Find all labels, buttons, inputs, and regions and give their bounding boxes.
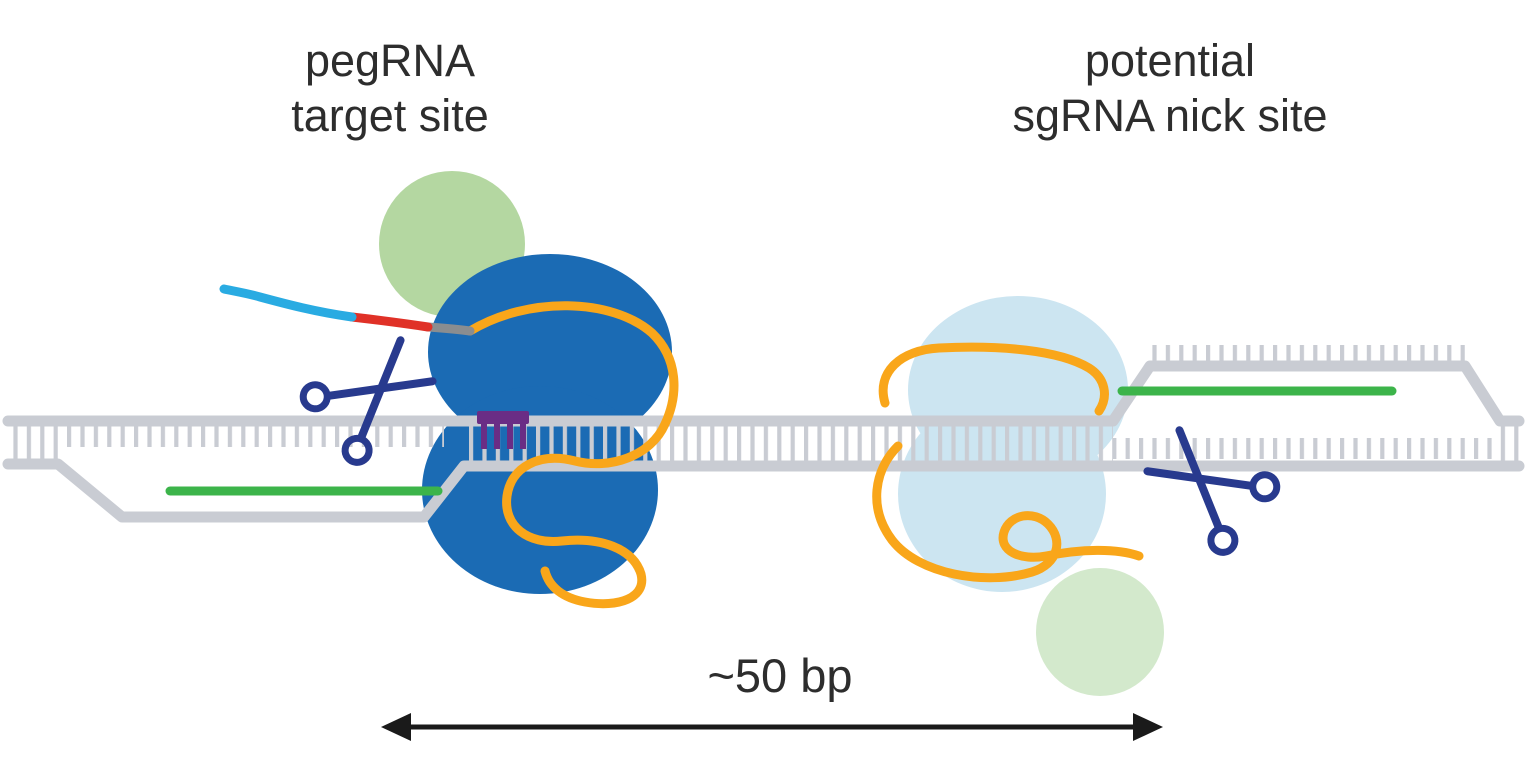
scissors-handle	[299, 381, 331, 413]
dna-rungs-right-unpaired	[1113, 438, 1497, 459]
dna-top-strand	[2, 360, 1525, 427]
pam-bar	[477, 411, 529, 424]
pegrna-scaffold	[465, 301, 679, 609]
sgrna-scaffold-top	[878, 342, 1109, 416]
pegrna-target-site-label: pegRNA target site	[291, 35, 489, 141]
dna-rungs-middle	[462, 425, 1113, 461]
dna-duplex	[2, 345, 1525, 523]
dna-bottom-strand	[2, 458, 1525, 523]
pegrna-extension-edit	[347, 312, 433, 332]
pam-site	[477, 411, 529, 449]
distance-arrowhead-left	[381, 713, 411, 741]
sgrna-nick-site-label: potential sgRNA nick site	[1012, 35, 1328, 141]
pegrna-extension-linker	[423, 322, 475, 336]
distance-arrowhead-right	[1133, 713, 1163, 741]
sgrna-scaffold-bottom	[872, 441, 1144, 583]
rt-domain-right	[1036, 568, 1164, 696]
scissors-handle	[1207, 524, 1239, 556]
distance-label: ~50 bp	[707, 649, 853, 702]
pegrna-extension-tail	[219, 284, 357, 322]
scissors-blade	[325, 377, 437, 400]
scissors-icon-right	[1143, 426, 1281, 556]
scissors-handle	[1249, 471, 1281, 503]
scissors-handle	[341, 434, 373, 466]
dna-rungs-left-unpaired	[60, 426, 444, 447]
dna-rungs-flap-top	[1150, 345, 1465, 362]
scissors-blade	[1175, 426, 1223, 531]
distance-arrow	[381, 713, 1163, 741]
dna-rungs-far-right	[1500, 425, 1519, 461]
dna-rungs-far-left	[8, 425, 58, 461]
scissors-icon-left	[299, 336, 437, 466]
